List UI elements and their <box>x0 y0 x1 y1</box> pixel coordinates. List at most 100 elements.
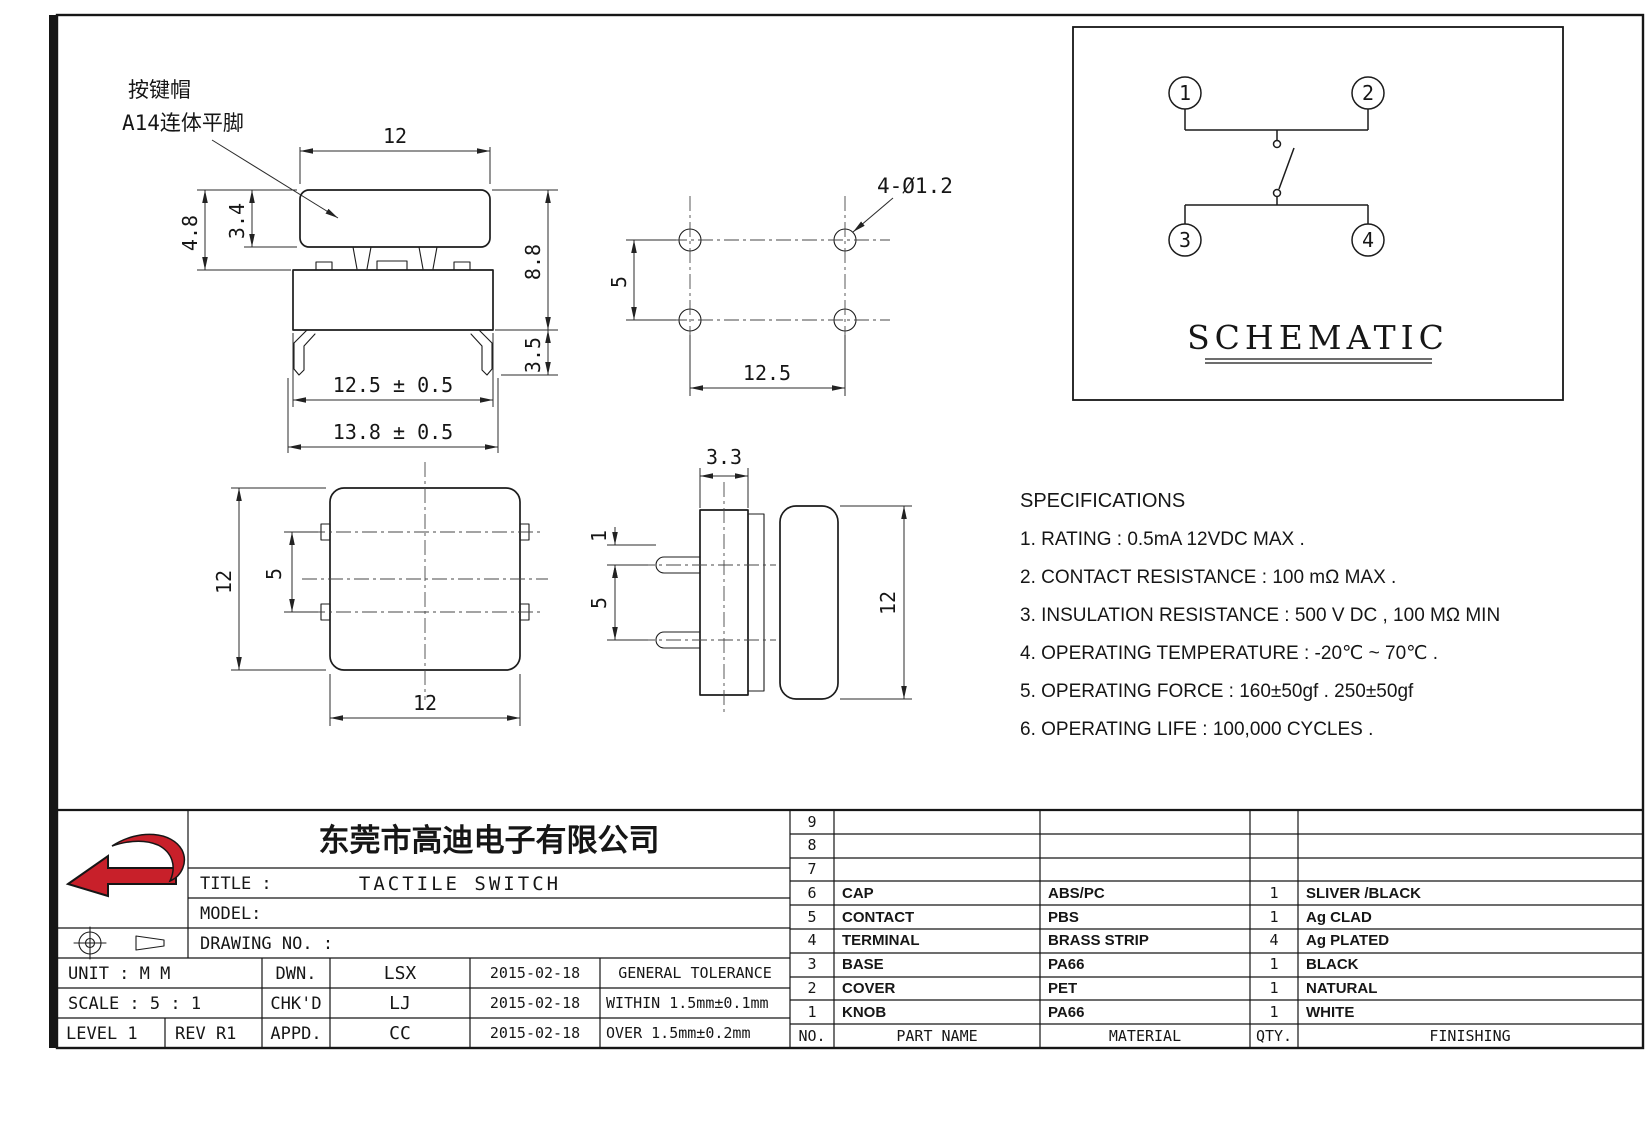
bom-row-part: CAP <box>842 885 874 902</box>
schematic-panel: 1 2 3 4 SCHEMATIC <box>1072 26 1564 401</box>
bom-row-no: 2 <box>807 979 816 997</box>
sheet-frame <box>49 13 1645 1050</box>
scale-cell: SCALE : 5 : 1 <box>68 994 201 1014</box>
bom-row-material: PBS <box>1048 909 1079 926</box>
spec-item-operating-life: 6. OPERATING LIFE : 100,000 CYCLES . <box>1020 719 1373 740</box>
bom-row-no: 5 <box>807 908 816 926</box>
binding-edge-bar <box>49 15 56 1048</box>
body-bump-left <box>315 261 333 271</box>
chkd-label: CHK'D <box>270 994 321 1014</box>
bom-row-part: TERMINAL <box>842 932 920 949</box>
body-bump-right <box>453 261 471 271</box>
general-tolerance-label: GENERAL TOLERANCE <box>618 964 772 982</box>
bom-row-no: 3 <box>807 955 816 973</box>
pin3-number: 3 <box>1179 228 1191 252</box>
spec-item-contact-resistance: 2. CONTACT RESISTANCE : 100 mΩ MAX . <box>1020 567 1396 588</box>
bom-row-qty: 1 <box>1269 908 1278 926</box>
side-extension-lines <box>607 468 912 700</box>
tolerance-within: WITHIN 1.5mm±0.1mm <box>606 994 769 1012</box>
pin1-number: 1 <box>1179 81 1191 105</box>
bom-row-finish: SLIVER /BLACK <box>1306 885 1421 902</box>
bom-header-qty: QTY. <box>1256 1027 1292 1045</box>
bom-row-part: BASE <box>842 956 884 973</box>
bom-row-no: 7 <box>807 860 816 878</box>
bom-row-finish: Ag PLATED <box>1306 932 1389 949</box>
title-label: TITLE : <box>200 874 272 894</box>
company-logo <box>65 833 186 898</box>
bom-header-finish: FINISHING <box>1429 1027 1510 1045</box>
hole-callout-text: 4-Ø1.2 <box>877 174 953 198</box>
bom-row-no: 6 <box>807 884 816 902</box>
side-dim-top-width: 3.3 <box>706 445 742 469</box>
hole-centerlines <box>646 196 890 364</box>
side-view: 3.3 1 5 12 <box>587 445 912 714</box>
bom-row-material: PET <box>1048 980 1077 997</box>
schematic-border <box>1072 26 1564 401</box>
bom-row-finish: WHITE <box>1306 1004 1354 1021</box>
dwn-label: DWN. <box>276 964 317 984</box>
schematic-title: SCHEMATIC <box>1187 318 1449 357</box>
bom-row-no: 1 <box>807 1003 816 1021</box>
side-dim-height: 12 <box>876 591 900 615</box>
front-dim-leg-height: 3.5 <box>521 337 545 373</box>
bom-row-no: 4 <box>807 931 816 949</box>
bom-row-no: 8 <box>807 836 816 854</box>
drafter-name: LSX <box>384 963 417 984</box>
pin4-number: 4 <box>1362 228 1374 252</box>
side-cap-profile <box>779 505 839 700</box>
tolerance-over: OVER 1.5mm±0.2mm <box>606 1024 751 1042</box>
cap-profile <box>299 189 491 248</box>
bom-row-material: PA66 <box>1048 956 1084 973</box>
level-cell: LEVEL 1 <box>66 1024 138 1044</box>
logo-swoosh <box>111 833 186 883</box>
bom-table: NO. PART NAME MATERIAL QTY. FINISHING 9 … <box>790 810 1643 1048</box>
top-dim-height: 12 <box>212 570 236 594</box>
date-app: 2015-02-18 <box>490 1024 580 1042</box>
bom-row-no: 9 <box>807 813 816 831</box>
projection-symbols <box>73 926 165 960</box>
projection-cone <box>135 935 165 951</box>
approver-name: CC <box>389 1023 411 1044</box>
cap-note-line2: A14连体平脚 <box>122 111 244 135</box>
top-view: 12 5 12 <box>212 462 548 726</box>
leg-right <box>470 329 493 376</box>
top-extension-lines <box>231 487 521 726</box>
bom-row-qty: 4 <box>1269 931 1278 949</box>
bom-header-no: NO. <box>798 1027 825 1045</box>
front-dim-body-height: 8.8 <box>521 244 545 280</box>
bom-row-part: COVER <box>842 980 896 997</box>
rev-cell: REV R1 <box>175 1024 236 1044</box>
top-dim-width: 12 <box>413 691 437 715</box>
title-block-horizontal-lines <box>57 867 790 1019</box>
switch-body <box>292 269 494 331</box>
bom-row-material: ABS/PC <box>1048 885 1105 902</box>
schematic-wires <box>1184 109 1369 224</box>
date-dwn: 2015-02-18 <box>490 964 580 982</box>
bom-row-qty: 1 <box>1269 1003 1278 1021</box>
projection-crosshair <box>73 926 107 960</box>
bom-row-material: PA66 <box>1048 1004 1084 1021</box>
bom-row-finish: NATURAL <box>1306 980 1377 997</box>
bom-row-finish: BLACK <box>1306 956 1359 973</box>
bom-row-material: BRASS STRIP <box>1048 932 1149 949</box>
front-dim-top-width: 12 <box>383 124 407 148</box>
top-dim-pin-pitch: 5 <box>262 568 286 580</box>
side-dim-pin-offset: 1 <box>587 530 611 542</box>
side-pin-lower <box>655 631 701 649</box>
side-cover-plate <box>747 513 765 692</box>
spec-item-rating: 1. RATING : 0.5mA 12VDC MAX . <box>1020 529 1305 550</box>
title-block: 东莞市高迪电子有限公司 TITLE : TACTILE SWITCH MODEL… <box>57 810 791 1048</box>
side-pin-upper <box>655 556 701 574</box>
side-centerlines <box>640 482 776 714</box>
contact-upper <box>1272 139 1282 149</box>
cap-stem-lines <box>352 246 438 270</box>
top-view-centerlines <box>302 462 548 700</box>
cap-note-leader <box>211 139 339 219</box>
front-dim-overall-width: 13.8 ± 0.5 <box>333 420 453 444</box>
specs-title: SPECIFICATIONS <box>1020 490 1185 512</box>
front-view: 12 3.4 4.8 8.8 3.5 12.5 ± 0.5 13.8 ± 0.5… <box>122 78 558 453</box>
leg-left <box>293 329 316 376</box>
bom-header-material: MATERIAL <box>1109 1027 1181 1045</box>
front-dim-base-width: 12.5 ± 0.5 <box>333 373 453 397</box>
